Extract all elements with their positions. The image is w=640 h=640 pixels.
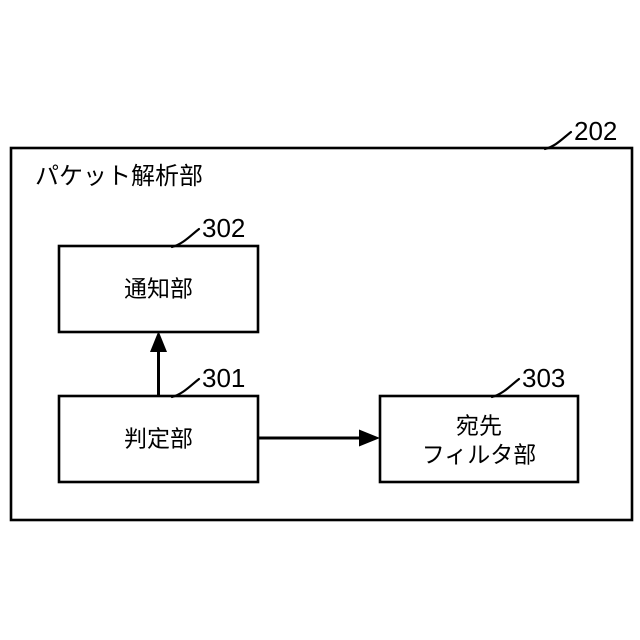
reference-numeral-202: 202 — [574, 116, 617, 146]
block-destination-filter-unit-label-line2: フィルタ部 — [422, 443, 537, 469]
leader-line-303 — [490, 377, 521, 399]
block-notification-unit-label: 通知部 — [124, 277, 193, 303]
outer-block-title: パケット解析部 — [35, 162, 203, 190]
reference-numeral-303: 303 — [522, 363, 565, 393]
arrowhead-right-destination-filter — [359, 429, 380, 447]
block-destination-filter-unit[interactable] — [378, 394, 580, 484]
block-determination-unit-label: 判定部 — [124, 427, 193, 453]
reference-numeral-302: 302 — [202, 213, 245, 243]
leader-line-302 — [170, 227, 201, 249]
leader-line-202 — [543, 130, 573, 151]
arrowhead-up-notification — [150, 331, 167, 352]
leader-line-301 — [170, 377, 201, 399]
block-destination-filter-unit-label-line1: 宛先 — [456, 414, 502, 440]
reference-numeral-301: 301 — [202, 363, 245, 393]
block-notification-unit[interactable] — [57, 244, 260, 334]
